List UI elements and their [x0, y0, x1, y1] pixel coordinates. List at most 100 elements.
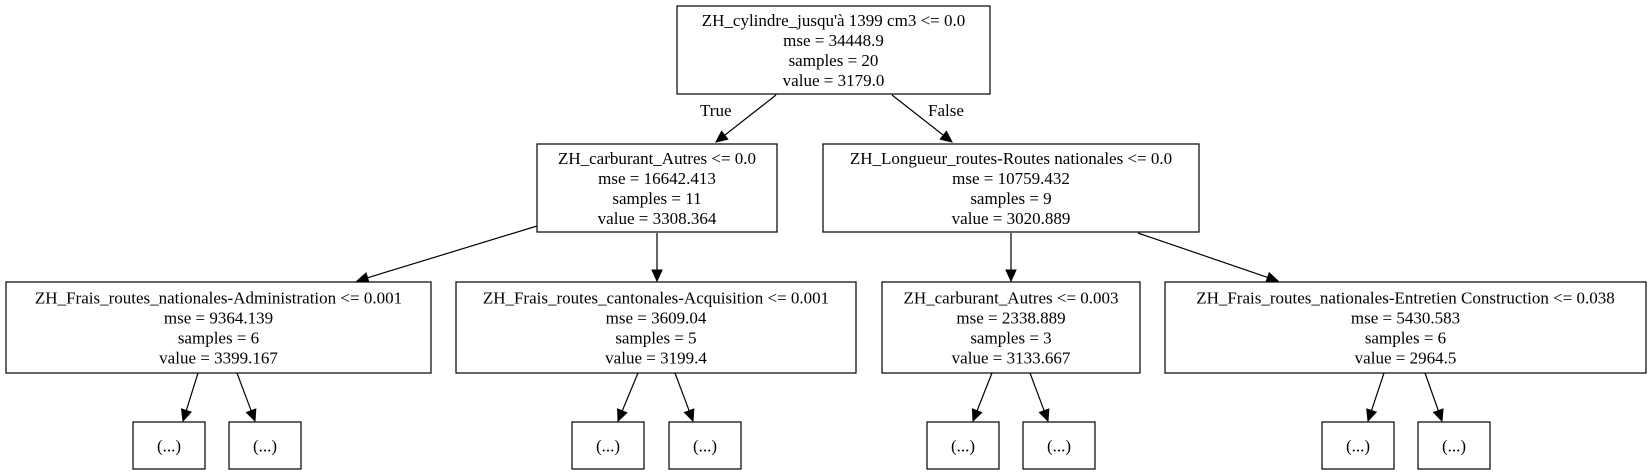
arrowhead-icon	[245, 408, 257, 423]
edge-line	[891, 94, 944, 136]
tree-edge	[617, 372, 639, 423]
node-text-line: ZH_Longueur_routes-Routes nationales <= …	[850, 149, 1172, 168]
node-box	[926, 421, 1000, 470]
node-text-line: mse = 9364.139	[164, 309, 273, 328]
tree-edge	[1005, 233, 1017, 283]
edge-line	[1137, 232, 1268, 279]
edge-line	[1424, 372, 1439, 411]
tree-edge: True	[700, 94, 777, 143]
node-text-line: (...)	[596, 437, 620, 456]
tree-node: ZH_Frais_routes_nationales-Administratio…	[5, 281, 432, 374]
node-box	[1022, 421, 1096, 470]
edge-label: False	[928, 101, 964, 120]
arrowhead-icon	[1038, 408, 1050, 423]
node-text-line: value = 3133.667	[952, 349, 1071, 368]
node-text-line: (...)	[253, 437, 277, 456]
node-text-line: mse = 34448.9	[783, 31, 884, 50]
edge-line	[1029, 372, 1045, 411]
tree-node: ZH_Longueur_routes-Routes nationales <= …	[822, 143, 1200, 233]
node-text-line: samples = 9	[970, 189, 1051, 208]
arrowhead-icon	[939, 130, 953, 143]
node-box	[1417, 421, 1491, 470]
node-text-line: (...)	[693, 437, 717, 456]
tree-edge	[1137, 232, 1280, 283]
node-text-line: (...)	[951, 437, 975, 456]
node-text-line: mse = 2338.889	[956, 309, 1065, 328]
node-text-line: value = 3020.889	[952, 209, 1071, 228]
node-text-line: value = 3179.0	[783, 71, 885, 90]
tree-edge	[180, 372, 199, 423]
tree-edge	[1029, 372, 1050, 423]
node-text-line: mse = 16642.413	[598, 169, 716, 188]
tree-leaf-placeholder: (...)	[1321, 421, 1395, 470]
node-box	[571, 421, 645, 470]
tree-edge	[651, 233, 663, 283]
arrowhead-icon	[617, 408, 628, 423]
node-text-line: samples = 3	[970, 329, 1051, 348]
edge-line	[1370, 372, 1385, 411]
node-text-line: (...)	[1442, 437, 1466, 456]
tree-leaf-placeholder: (...)	[1417, 421, 1491, 470]
tree-leaf-placeholder: (...)	[132, 421, 206, 470]
node-box	[5, 281, 432, 374]
node-text-line: value = 3399.167	[159, 349, 278, 368]
arrowhead-icon	[1432, 408, 1444, 423]
arrowhead-icon	[1366, 408, 1378, 423]
tree-edge: False	[891, 94, 964, 143]
node-box	[1321, 421, 1395, 470]
node-text-line: mse = 5430.583	[1351, 309, 1460, 328]
arrowhead-icon	[715, 130, 729, 143]
tree-leaf-placeholder: (...)	[668, 421, 742, 470]
node-text-line: samples = 11	[612, 189, 701, 208]
edge-label: True	[700, 101, 732, 120]
arrowhead-icon	[683, 408, 695, 423]
node-text-line: ZH_carburant_Autres <= 0.0	[558, 149, 756, 168]
node-text-line: samples = 6	[1365, 329, 1446, 348]
tree-node: ZH_Frais_routes_cantonales-Acquisition <…	[455, 281, 857, 374]
edge-line	[724, 94, 777, 136]
tree-edge	[971, 372, 993, 423]
node-box	[676, 5, 991, 95]
tree-leaf-placeholder: (...)	[571, 421, 645, 470]
node-text-line: ZH_Frais_routes_nationales-Administratio…	[35, 289, 402, 308]
tree-edge	[1366, 372, 1385, 423]
node-text-line: ZH_Frais_routes_cantonales-Acquisition <…	[483, 289, 829, 308]
tree-edge	[355, 225, 538, 284]
edge-line	[621, 372, 639, 412]
edge-line	[236, 372, 252, 411]
node-text-line: (...)	[157, 437, 181, 456]
arrowhead-icon	[355, 272, 370, 284]
arrowhead-icon	[1265, 271, 1280, 283]
node-box	[455, 281, 857, 374]
tree-leaf-placeholder: (...)	[926, 421, 1000, 470]
edge-line	[674, 372, 690, 411]
node-text-line: mse = 3609.04	[606, 309, 707, 328]
node-text-line: mse = 10759.432	[952, 169, 1070, 188]
node-text-line: samples = 5	[615, 329, 696, 348]
node-box	[668, 421, 742, 470]
node-box	[822, 143, 1200, 233]
tree-leaf-placeholder: (...)	[228, 421, 302, 470]
node-text-line: value = 3308.364	[598, 209, 717, 228]
node-text-line: (...)	[1047, 437, 1071, 456]
arrowhead-icon	[971, 408, 983, 423]
tree-leaf-placeholder: (...)	[1022, 421, 1096, 470]
tree-node: ZH_Frais_routes_nationales-Entretien Con…	[1164, 281, 1647, 374]
node-text-line: value = 2964.5	[1355, 349, 1457, 368]
tree-edge	[236, 372, 257, 423]
tree-edge	[674, 372, 695, 423]
arrowhead-icon	[1005, 269, 1017, 283]
node-box	[536, 143, 778, 233]
node-text-line: samples = 20	[789, 51, 879, 70]
node-text-line: ZH_cylindre_jusqu'à 1399 cm3 <= 0.0	[702, 11, 966, 30]
node-box	[1164, 281, 1647, 374]
node-text-line: ZH_Frais_routes_nationales-Entretien Con…	[1196, 289, 1615, 308]
edge-line	[976, 372, 993, 411]
node-box	[228, 421, 302, 470]
edge-line	[185, 372, 199, 411]
node-box	[132, 421, 206, 470]
